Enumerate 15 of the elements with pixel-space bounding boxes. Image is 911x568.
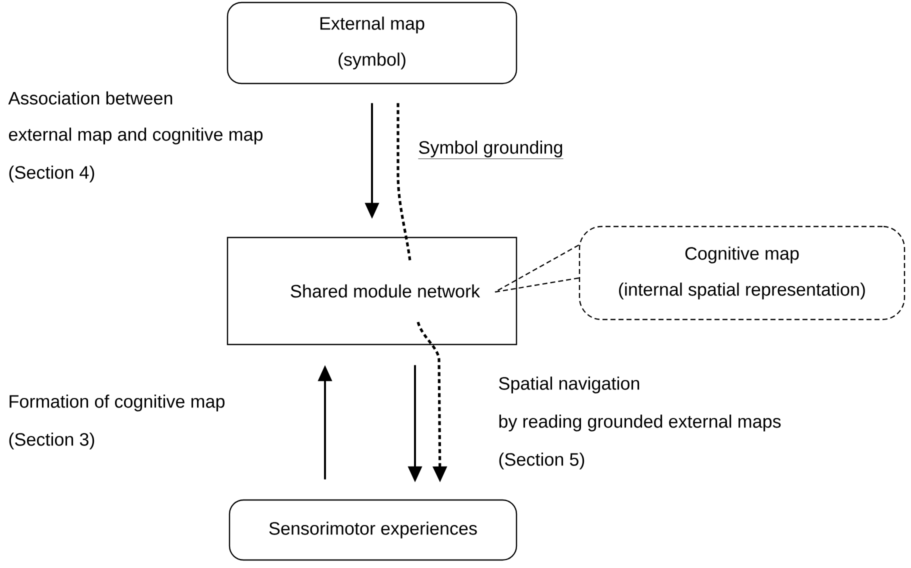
leader-line <box>494 244 580 293</box>
dotted-line <box>396 103 412 262</box>
annotation-text: Formation of cognitive map <box>10 394 225 412</box>
rounded-box: Sensorimotor experiences <box>228 499 518 561</box>
annotation-text: external map and cognitive map <box>8 128 263 144</box>
annotation-text: by reading grounded external maps <box>499 414 781 432</box>
annotation-text: (Section 4) <box>9 166 94 182</box>
process-box: Shared module network <box>226 236 518 346</box>
annotation-text: (Section 3) <box>9 432 94 450</box>
annotation-text: Association between <box>8 91 172 105</box>
annotation-text: Spatial navigation <box>499 376 640 394</box>
rounded-box: External map (symbol) <box>226 2 518 84</box>
underlined-label: Symbol grounding <box>418 140 564 159</box>
annotation-text: (Section 5) <box>499 452 584 470</box>
callout-bubble: Cognitive map (internal spatial representation) <box>578 226 906 320</box>
